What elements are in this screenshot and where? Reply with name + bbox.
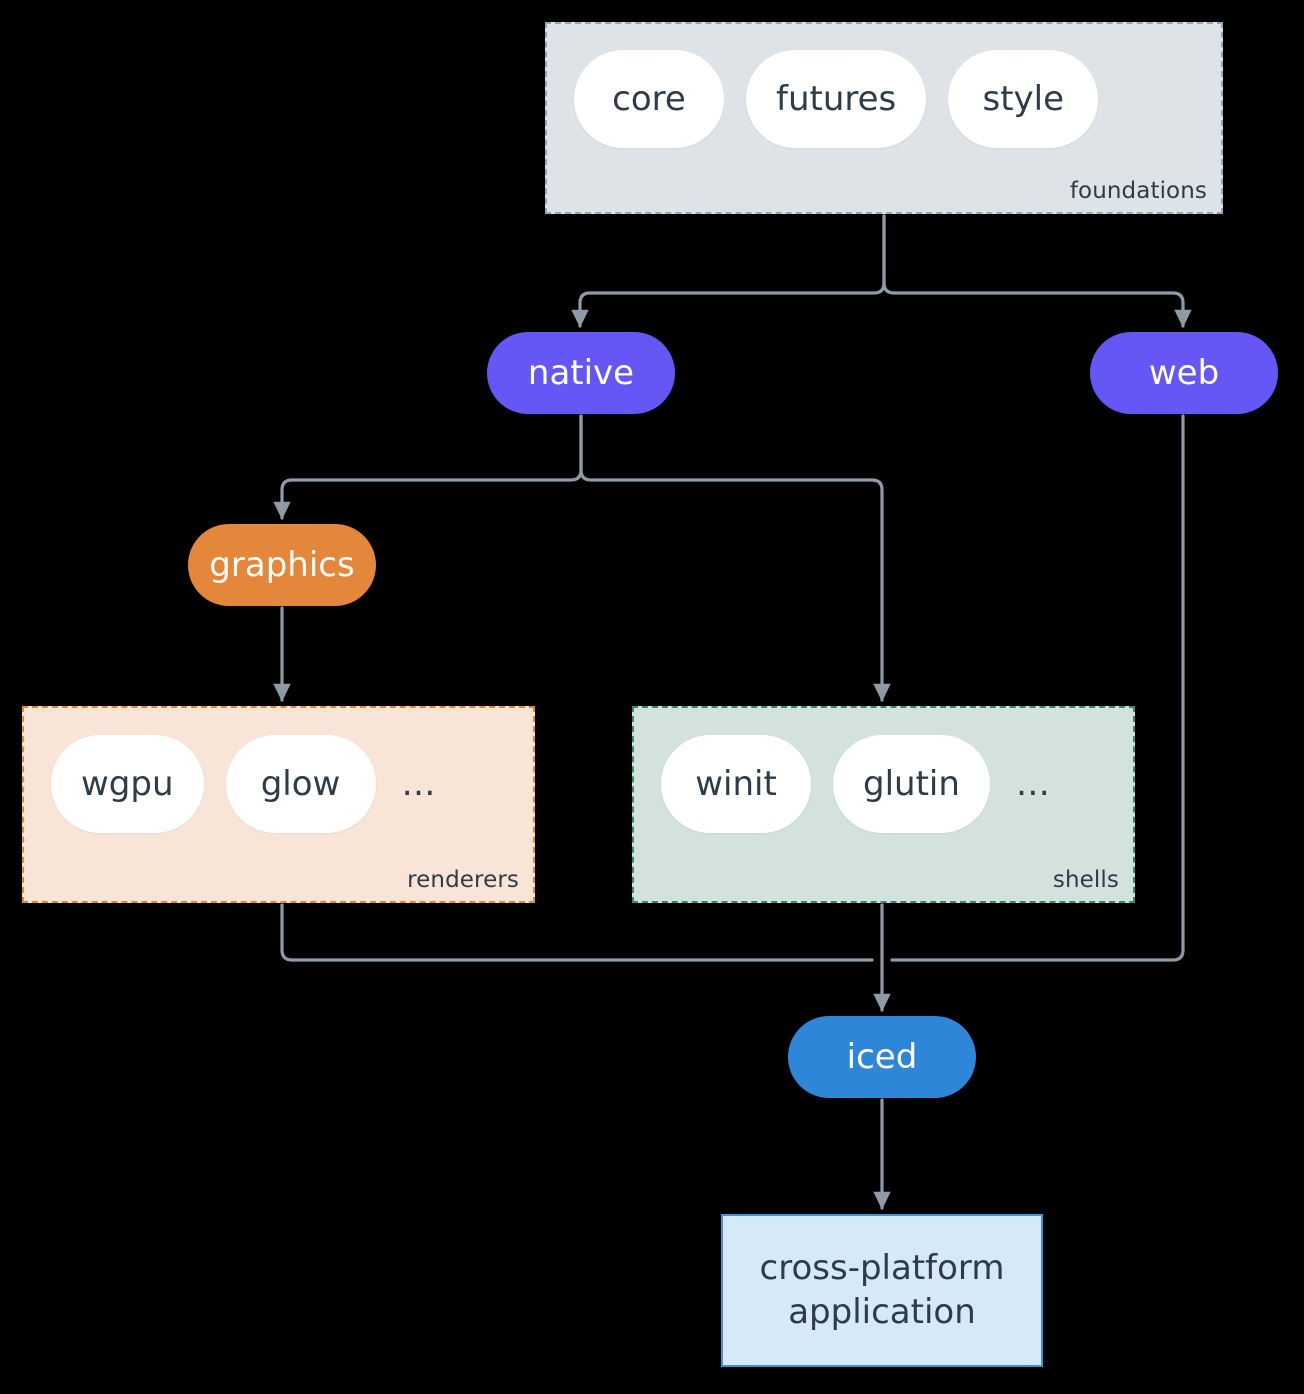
pill-core[interactable]: core (574, 50, 724, 148)
node-cross-platform-application[interactable]: cross-platform application (721, 1214, 1043, 1367)
renderers-overflow-ellipsis: … (401, 764, 437, 804)
node-iced[interactable]: iced (788, 1016, 976, 1098)
shells-overflow-ellipsis: … (1015, 764, 1051, 804)
edge-renderers-to-iced (280, 903, 874, 962)
edge-foundations-to-native (571, 214, 886, 328)
pill-wgpu[interactable]: wgpu (51, 735, 204, 833)
edge-foundations-to-web (882, 214, 1192, 328)
group-renderers: wgpu glow … renderers (22, 706, 535, 903)
application-line-1: cross-platform (759, 1247, 1005, 1288)
pill-glow[interactable]: glow (225, 735, 376, 833)
pill-winit[interactable]: winit (661, 735, 811, 833)
shells-items: winit glutin … (661, 735, 1055, 833)
node-graphics[interactable]: graphics (188, 524, 376, 606)
pill-glutin[interactable]: glutin (833, 735, 990, 833)
node-web[interactable]: web (1090, 332, 1278, 414)
group-label-renderers: renderers (407, 867, 519, 893)
group-shells: winit glutin … shells (632, 706, 1135, 903)
pill-style[interactable]: style (948, 50, 1099, 148)
application-line-2: application (788, 1291, 976, 1332)
renderers-items: wgpu glow … (51, 735, 441, 833)
node-native[interactable]: native (487, 332, 675, 414)
group-label-shells: shells (1052, 867, 1119, 893)
edge-native-to-shells (579, 414, 891, 702)
edge-native-to-graphics (273, 414, 583, 520)
group-foundations: core futures style foundations (545, 22, 1223, 214)
pill-futures[interactable]: futures (746, 50, 927, 148)
foundations-items: core futures style (574, 50, 1099, 148)
group-label-foundations: foundations (1069, 178, 1207, 204)
